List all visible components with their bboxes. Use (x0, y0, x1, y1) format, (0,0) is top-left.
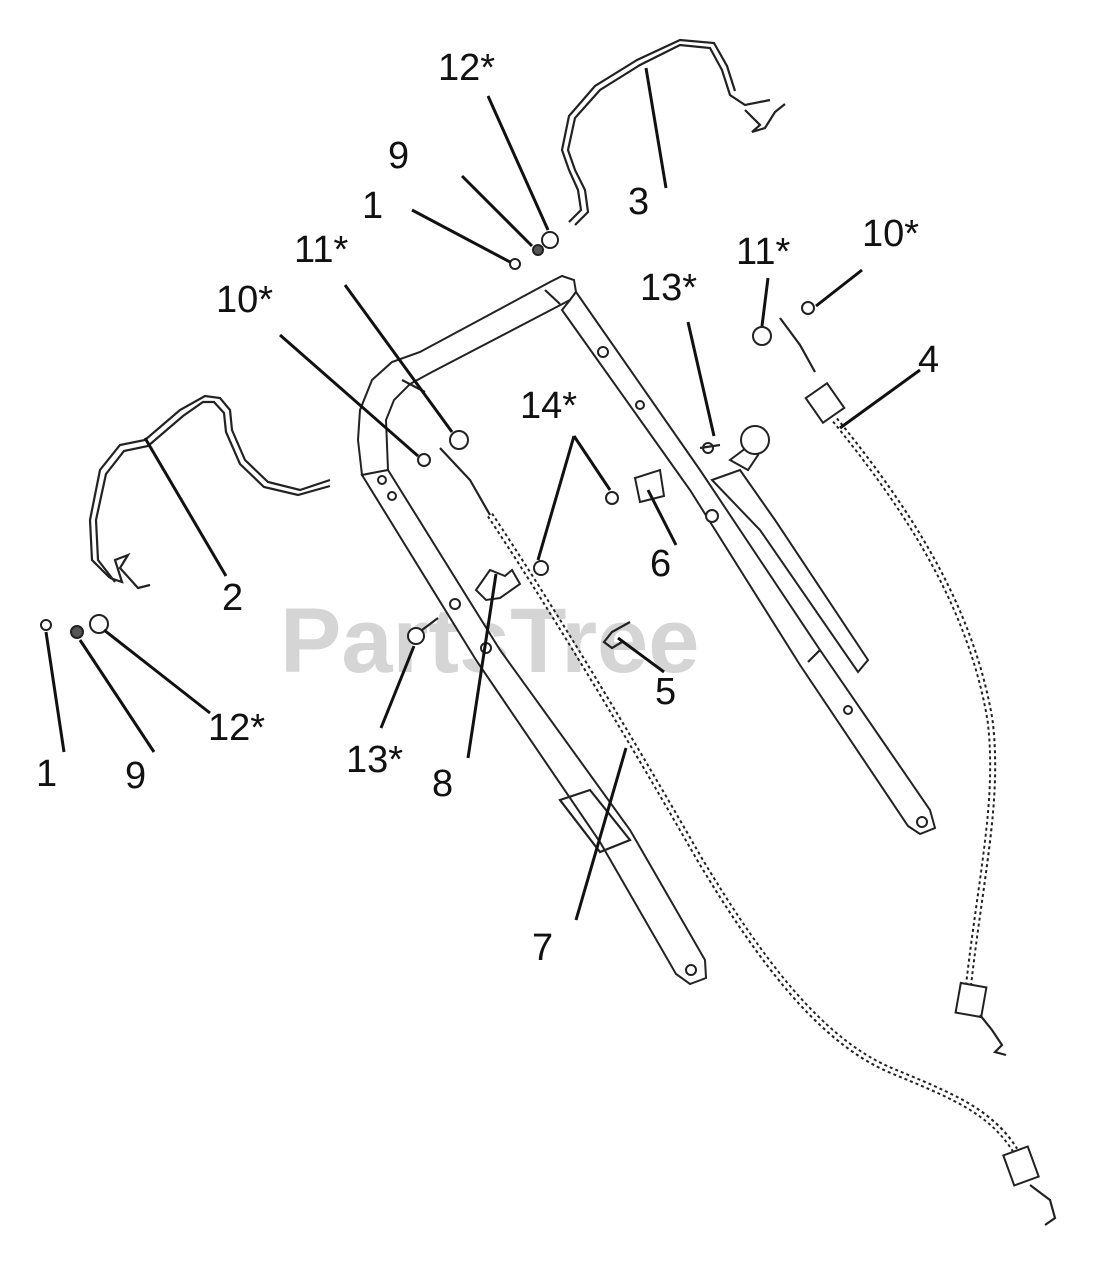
handle-assembly (356, 274, 937, 986)
callout-6: 6 (650, 543, 671, 585)
control-lever (699, 425, 870, 674)
callout-9b: 9 (125, 755, 146, 797)
callout-7: 7 (532, 927, 553, 969)
callout-5: 5 (655, 671, 676, 713)
callout-14: 14* (520, 385, 577, 427)
callout-12a: 12* (438, 47, 495, 89)
bail-bar-upper (560, 38, 786, 226)
callout-1b: 1 (36, 753, 57, 795)
callout-11a: 11* (294, 229, 348, 271)
cable-right (779, 317, 1007, 1057)
hardware (40, 231, 815, 650)
callout-11b: 11* (736, 231, 790, 273)
callout-8: 8 (432, 763, 453, 805)
callout-9a: 9 (388, 135, 409, 177)
bail-bar-lower (88, 394, 331, 590)
callout-10b: 10* (862, 213, 919, 255)
callout-4: 4 (918, 339, 939, 381)
leader-lines (44, 67, 921, 921)
callout-13a: 13* (640, 267, 697, 309)
callout-2: 2 (222, 577, 243, 619)
callout-10a: 10* (216, 279, 273, 321)
callout-labels: 12* 9 1 3 11* 10* 13* 11* 10* 4 14* 2 6 … (36, 47, 939, 969)
callout-1a: 1 (362, 185, 383, 227)
callout-13b: 13* (346, 739, 403, 781)
cable-left (439, 447, 1057, 1226)
callout-12b: 12* (208, 707, 265, 749)
callout-3: 3 (628, 181, 649, 223)
